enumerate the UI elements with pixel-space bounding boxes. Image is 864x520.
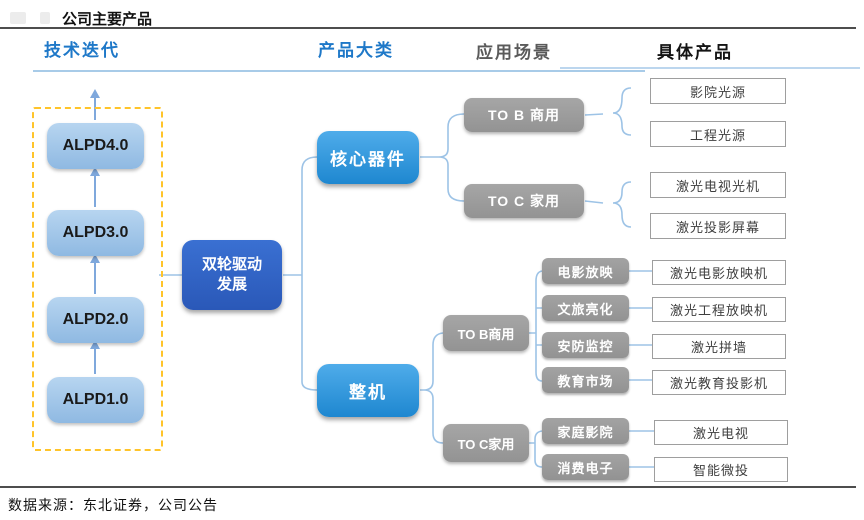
tech-iteration-dashed-frame bbox=[32, 107, 163, 451]
product-box-laser-cinema-projector: 激光电影放映机 bbox=[652, 260, 786, 285]
market-node-security-monitoring: 安防监控 bbox=[542, 332, 629, 358]
scenario-node-to-c-home-whole: TO C家用 bbox=[443, 424, 529, 462]
product-box-engineering-light-source: 工程光源 bbox=[650, 121, 786, 147]
driver-label-line1: 双轮驱动 bbox=[201, 256, 262, 273]
product-box-laser-tv: 激光电视 bbox=[654, 420, 788, 445]
data-source-note: 数据来源：东北证券，公司公告 bbox=[8, 499, 218, 514]
market-node-consumer-electronics: 消费电子 bbox=[542, 454, 629, 480]
product-box-laser-tv-optical-engine: 激光电视光机 bbox=[650, 172, 786, 198]
tech-node-alpd3: ALPD3.0 bbox=[47, 210, 144, 256]
top-rule bbox=[0, 27, 856, 29]
category-node-whole-machine: 整机 bbox=[317, 364, 419, 417]
faded-label-remnant bbox=[10, 12, 26, 24]
market-node-culture-tourism-lighting: 文旅亮化 bbox=[542, 295, 629, 321]
product-box-laser-video-wall: 激光拼墙 bbox=[652, 334, 786, 359]
driver-node: 双轮驱动 发展 bbox=[182, 240, 282, 310]
product-box-smart-micro-projector: 智能微投 bbox=[654, 457, 788, 482]
header-underline-left bbox=[33, 70, 645, 72]
arrow-heads bbox=[90, 89, 100, 349]
category-node-core-components: 核心器件 bbox=[317, 131, 419, 184]
column-header-application-scenario: 应用场景 bbox=[476, 43, 552, 62]
scenario-node-to-c-home-core: TO C 家用 bbox=[464, 184, 584, 218]
tech-node-alpd4: ALPD4.0 bbox=[47, 123, 144, 169]
driver-label-line2: 发展 bbox=[216, 277, 247, 293]
product-box-cinema-light-source: 影院光源 bbox=[650, 78, 786, 104]
market-node-education-market: 教育市场 bbox=[542, 367, 629, 393]
product-box-laser-education-projector: 激光教育投影机 bbox=[652, 370, 786, 395]
column-header-tech-iteration: 技术迭代 bbox=[44, 41, 120, 60]
scenario-node-to-b-commercial-core: TO B 商用 bbox=[464, 98, 584, 132]
header-underline-right bbox=[560, 67, 860, 69]
product-box-laser-engineering-projector: 激光工程放映机 bbox=[652, 297, 786, 322]
column-header-product-category: 产品大类 bbox=[318, 41, 394, 60]
faded-label-remnant bbox=[40, 12, 50, 24]
column-header-specific-product: 具体产品 bbox=[657, 43, 733, 62]
market-node-home-theater: 家庭影院 bbox=[542, 418, 629, 444]
tech-node-alpd1: ALPD1.0 bbox=[47, 377, 144, 423]
bottom-rule bbox=[0, 486, 856, 488]
brace-connectors bbox=[159, 87, 654, 468]
figure-title: 公司主要产品 bbox=[62, 12, 153, 28]
market-node-cinema-projection: 电影放映 bbox=[542, 258, 629, 284]
tech-node-alpd2: ALPD2.0 bbox=[47, 297, 144, 343]
product-box-laser-projection-screen: 激光投影屏幕 bbox=[650, 213, 786, 239]
scenario-node-to-b-commercial-whole: TO B商用 bbox=[443, 315, 529, 351]
